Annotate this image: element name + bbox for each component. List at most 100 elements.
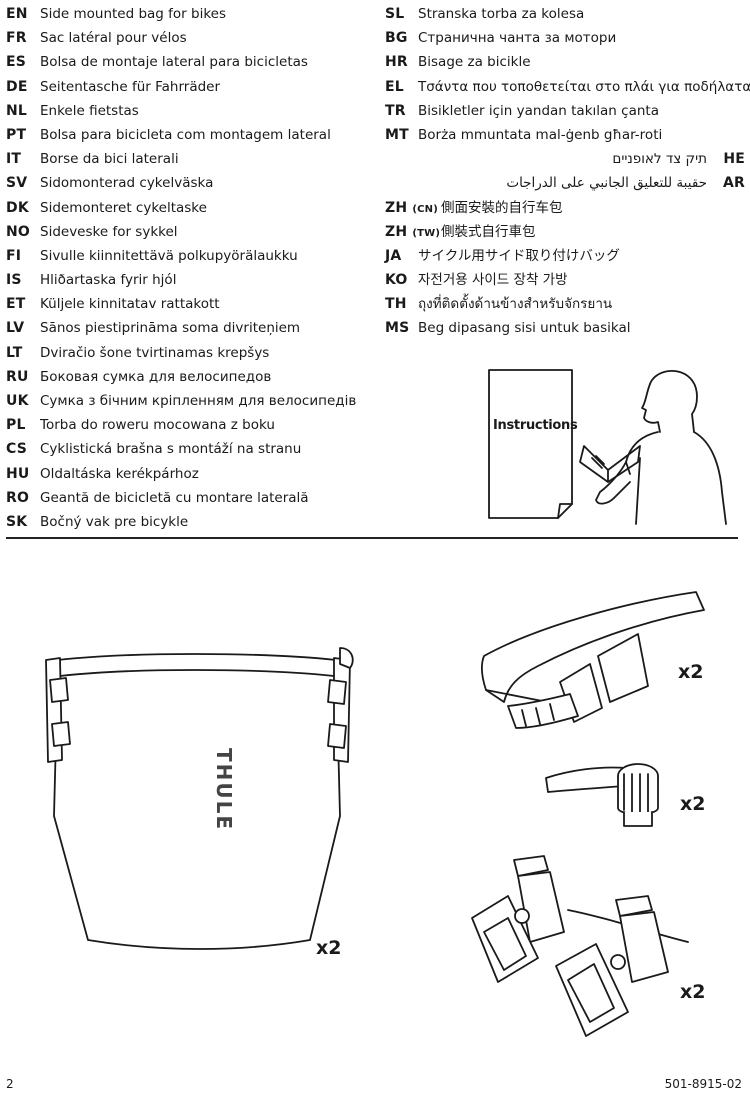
language-code: EL [385,78,404,95]
language-text: 側面安裝的自行车包 [441,199,563,216]
language-code: HU [6,465,30,482]
language-text: Seitentasche für Fahrräder [40,78,221,95]
language-code: EN [6,6,28,22]
language-code: NL [6,102,28,119]
language-code: PT [6,126,27,143]
language-row-bg: BG Странична чанта за мотори [385,26,745,50]
language-code: SL [385,6,405,22]
language-code: SK [6,513,28,530]
document-number: 501-8915-02 [664,1077,742,1091]
language-code: BG [385,30,408,47]
language-code: DK [6,199,29,216]
language-text: サイクル用サイド取り付けバッグ [418,247,620,264]
language-code: MS [385,320,410,337]
knob-lever-quantity: x2 [680,793,706,815]
language-code: HR [385,54,408,71]
language-code: HE [723,151,745,168]
language-text: Сумка з бічним кріпленням для велосипеді… [40,393,357,409]
language-row-es: ES Bolsa de montaje lateral para biciclet… [6,50,366,74]
language-row-ro: RO Geantă de bicicletă cu montare lateral… [6,486,366,510]
language-text: ถุงที่ติดตั้งด้านข้างสำหรับจักรยาน [418,296,613,313]
brand-logo: THULE [212,748,236,832]
language-text: Geantă de bicicletă cu montare laterală [40,489,309,506]
language-code: TH [385,296,407,313]
strap-illustration [480,591,705,729]
language-row-sv: SV Sidomonterad cykelväska [6,171,366,195]
language-text: Enkele fietstas [40,102,139,119]
language-code: AR [722,175,745,192]
language-row-tr: TR Bisikletler için yandan takılan çanta [385,99,745,123]
language-code: SV [6,175,28,192]
language-row-zh-tw: ZH (TW)側裝式自行車包 [385,220,745,244]
section-divider [6,537,738,539]
reading-person-illustration [488,369,727,525]
language-text: Borża mmuntata mal-ġenb għar-roti [418,126,663,143]
language-row-ms: MS Beg dipasang sisi untuk basikal [385,316,745,340]
language-row-he: HE תיק צד לאופניים [385,147,745,171]
language-code: PL [6,417,26,434]
language-text: Beg dipasang sisi untuk basikal [418,320,631,337]
language-text: Sidemonteret cykeltaske [40,199,207,216]
language-code: RU [6,368,29,385]
language-row-ko: KO 자전거용 사이드 장착 가방 [385,268,745,292]
bag-quantity: x2 [316,937,342,959]
mount-hooks-quantity: x2 [680,981,706,1003]
language-row-zh-cn: ZH (CN)側面安裝的自行车包 [385,196,745,220]
language-text: Sidomonterad cykelväska [40,175,214,192]
language-text: תיק צד לאופניים [612,151,707,168]
language-code: RO [6,489,30,506]
instructions-label: Instructions [493,418,578,433]
language-text: Bočný vak pre bicykle [40,513,189,530]
mount-hooks-illustration [471,855,689,1037]
language-row-dk: DK Sidemonteret cykeltaske [6,196,366,220]
page-number: 2 [6,1077,14,1091]
language-text: Hliðartaska fyrir hjól [40,272,177,289]
strap-quantity: x2 [678,661,704,683]
language-row-ja: JA サイクル用サイド取り付けバッグ [385,244,745,268]
language-code: ZH (TW) [385,223,441,240]
language-code: NO [6,223,31,240]
language-text: Dviračio šone tvirtinamas krepšys [40,344,270,361]
language-row-sk: SK Bočný vak pre bicykle [6,510,366,534]
language-code: DE [6,78,28,95]
language-code: ES [6,54,27,71]
language-text: Torba do roweru mocowana z boku [40,417,275,434]
language-text: Bolsa de montaje lateral para bicicletas [40,54,308,71]
language-code: KO [385,272,408,289]
language-row-pt: PT Bolsa para bicicleta com montagem late… [6,123,366,147]
language-row-lt: LT Dviračio šone tvirtinamas krepšys [6,341,366,365]
language-text: Stranska torba za kolesa [418,6,585,22]
language-row-de: DE Seitentasche für Fahrräder [6,75,366,99]
language-row-sl: SL Stranska torba za kolesa [385,2,745,26]
language-text: Sānos piestiprināma soma divriteņiem [40,320,301,337]
language-code: IT [6,151,22,168]
language-text: Странична чанта за мотори [418,30,617,47]
language-text: Küljele kinnitatav rattakott [40,296,220,313]
language-text: 자전거용 사이드 장착 가방 [418,272,568,289]
language-text: Bisage za bicikle [418,54,531,71]
bag-illustration [45,647,354,950]
language-text: Bisikletler için yandan takılan çanta [418,102,659,119]
language-text: Bolsa para bicicleta com montagem latera… [40,126,331,143]
language-text: Sac latéral pour vélos [40,30,187,47]
language-code: JA [385,247,402,264]
language-code: CS [6,441,28,458]
language-code: LT [6,344,23,361]
language-code: TR [385,102,406,119]
language-row-hr: HR Bisage za bicikle [385,50,745,74]
